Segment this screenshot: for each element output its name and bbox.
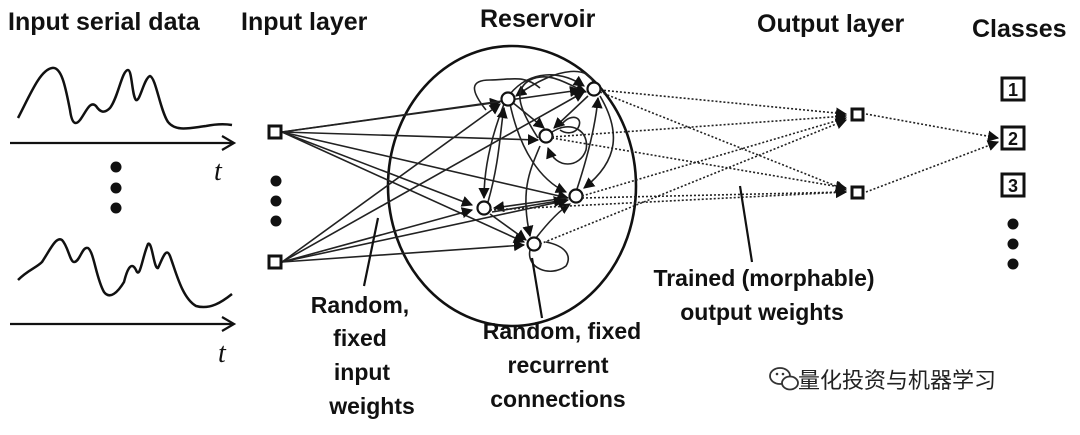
output-layer-nodes: [850, 107, 865, 200]
annotation-pointers: [362, 185, 754, 319]
class-boxes: 1 2 3: [1000, 76, 1026, 270]
class-label-2: 2: [1008, 129, 1018, 149]
header-classes: Classes: [972, 15, 1067, 43]
header-input-serial-data: Input serial data: [8, 8, 201, 36]
reservoir-nodes: [476, 81, 602, 252]
reservoir-node: [586, 81, 602, 97]
header-output-layer: Output layer: [757, 10, 905, 38]
time-axis-label-1: t: [214, 156, 223, 187]
annotation-recurrent-connections: Random, fixed recurrent connections: [483, 318, 641, 412]
input-node: [267, 124, 283, 140]
wechat-icon: [769, 367, 799, 391]
reservoir-node: [538, 128, 554, 144]
header-input-layer: Input layer: [241, 8, 368, 36]
annotation-line: connections: [490, 386, 625, 412]
reservoir-node: [526, 236, 542, 252]
annotation-line: Random, fixed: [483, 318, 641, 344]
annotation-input-weights: Random, fixed input weights: [311, 292, 415, 419]
output-weight-connections: [489, 89, 1000, 245]
reservoir-node: [476, 200, 492, 216]
header-reservoir: Reservoir: [480, 5, 596, 33]
annotation-line: weights: [328, 393, 415, 419]
reservoir-node: [500, 91, 516, 107]
class-box-3: [1000, 172, 1026, 198]
annotation-line: input: [334, 359, 391, 385]
time-axis-label-2: t: [218, 338, 227, 369]
annotation-output-weights: Trained (morphable) output weights: [653, 265, 874, 325]
input-layer-nodes: [267, 124, 283, 270]
class-label-3: 3: [1008, 176, 1018, 196]
reservoir-node: [568, 188, 584, 204]
watermark-text: 量化投资与机器学习: [798, 369, 996, 394]
input-signal-2: t: [10, 238, 237, 369]
input-weight-connections: [281, 85, 585, 263]
input-signal-1: t: [10, 66, 237, 187]
annotation-line: Random,: [311, 292, 409, 318]
annotation-line: output weights: [680, 299, 844, 325]
annotation-line: Trained (morphable): [653, 265, 874, 291]
recurrent-connections: [473, 70, 615, 272]
annotation-line: recurrent: [508, 352, 609, 378]
annotation-line: fixed: [333, 325, 387, 351]
class-box-2: [1000, 125, 1026, 151]
class-box-1: [1000, 76, 1026, 102]
input-node: [267, 254, 283, 270]
class-label-1: 1: [1008, 80, 1018, 100]
signal-ellipsis: [110, 161, 122, 214]
output-node: [850, 107, 865, 122]
output-node: [850, 185, 865, 200]
watermark: 量化投资与机器学习: [769, 367, 996, 394]
